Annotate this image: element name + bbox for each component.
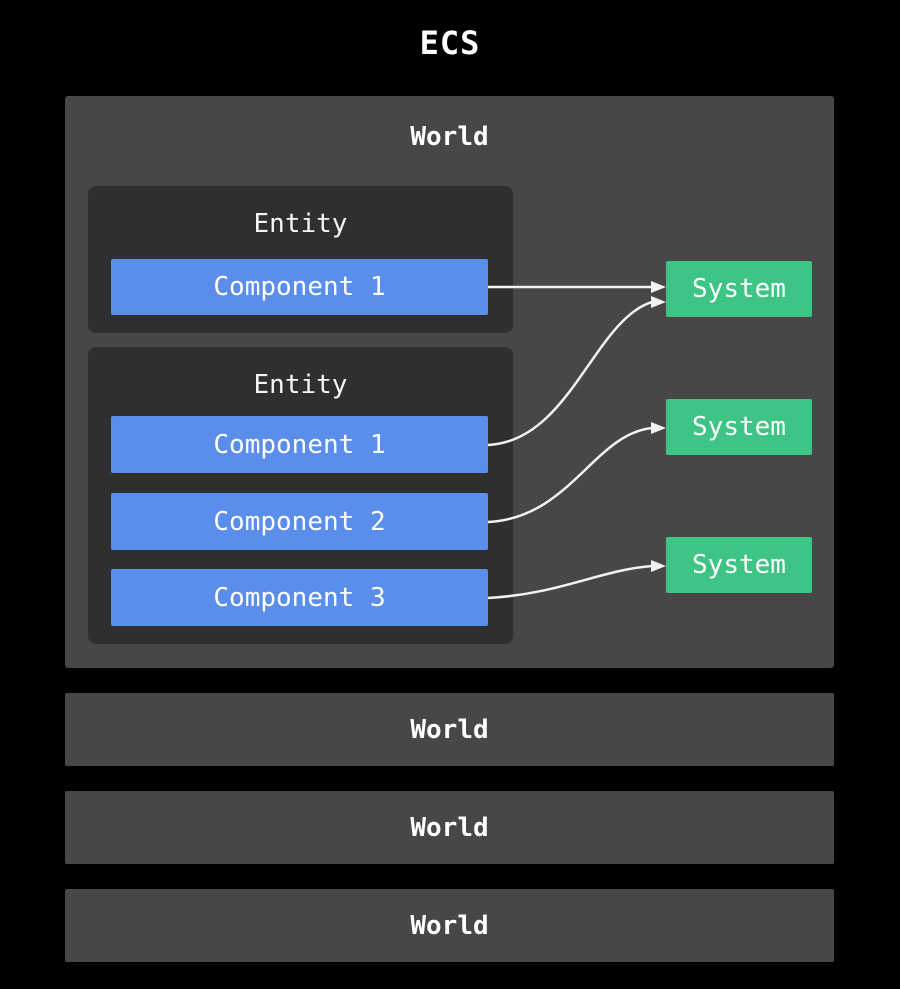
system-box-1: System	[666, 261, 812, 317]
world-bar-2: World	[65, 791, 834, 864]
system-box-3: System	[666, 537, 812, 593]
system-box-2: System	[666, 399, 812, 455]
entity-2-component-3: Component 3	[111, 569, 488, 626]
world-bar-3: World	[65, 889, 834, 962]
entity-1-title: Entity	[253, 209, 348, 239]
page-title: ECS	[419, 24, 481, 62]
entity-1-component-1: Component 1	[111, 259, 488, 315]
entity-box-2: Entity Component 1 Component 2 Component…	[88, 347, 513, 644]
entity-box-1: Entity Component 1	[88, 186, 513, 333]
entity-2-component-2: Component 2	[111, 493, 488, 550]
world-title: World	[410, 122, 489, 152]
entity-2-title: Entity	[253, 370, 348, 400]
world-bar-1: World	[65, 693, 834, 766]
entity-2-component-1: Component 1	[111, 416, 488, 473]
world-box-main: World Entity Component 1 Entity Componen…	[65, 96, 834, 668]
